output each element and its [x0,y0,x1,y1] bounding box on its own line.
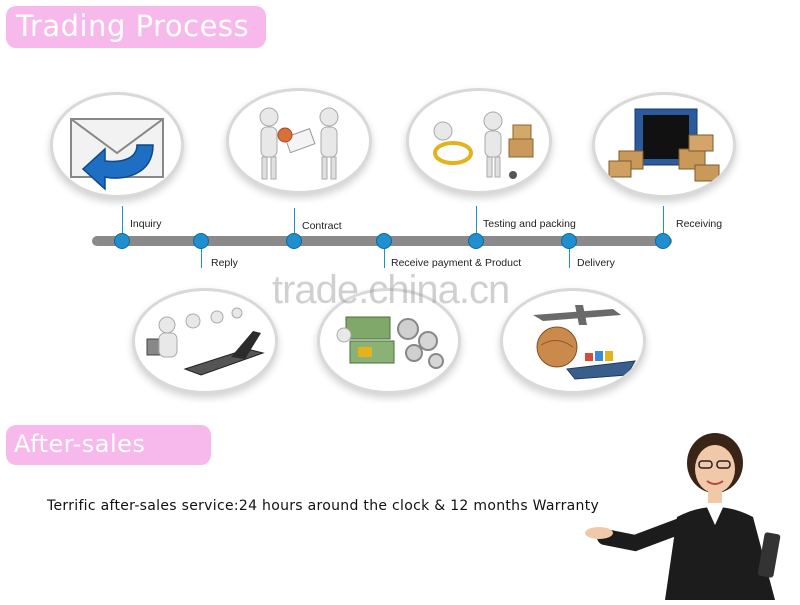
trading-process-banner: Trading Process [6,6,266,48]
money-gears-icon [336,316,444,369]
tick-receiving [663,206,664,234]
after-sales-banner: After-sales serives [6,425,211,496]
label-receive-payment: Receive payment & Product [391,257,522,269]
businesswoman-icon [585,433,781,600]
label-contract: Contract [302,220,342,232]
envelope-reply-icon [70,118,164,191]
inspection-cart-icon [433,111,534,179]
label-receiving: Receiving [676,218,723,230]
tick-inquiry [122,206,123,234]
after-sales-description: Terrific after-sales service:24 hours ar… [47,498,600,514]
label-inquiry: Inquiry [130,218,162,230]
call-center-icon [146,307,265,376]
receiving-image [592,92,736,198]
tick-testing [476,206,477,234]
timeline-dot-receiving [655,233,671,249]
globe-plane-ship-icon [533,305,636,380]
reply-image [132,288,278,394]
inquiry-image [50,92,184,198]
timeline-dot-payment [376,233,392,249]
timeline-dot-inquiry [114,233,130,249]
tick-reply [201,248,202,268]
tick-payment [384,248,385,268]
contract-image [226,88,372,194]
container-boxes-icon [608,108,720,182]
timeline-dot-delivery [561,233,577,249]
label-delivery: Delivery [577,257,615,269]
label-reply: Reply [211,257,238,269]
timeline-dot-reply [193,233,209,249]
delivery-image [500,288,646,394]
timeline-dot-testing [468,233,484,249]
tick-contract [294,208,295,234]
tick-delivery [569,248,570,268]
businesswoman-image [565,425,800,600]
handshake-contract-icon [259,107,339,180]
watermark: trade.china.cn [272,268,510,312]
payment-image [317,288,461,394]
label-testing-packing: Testing and packing [483,218,576,230]
testing-packing-image [406,88,552,194]
timeline-dot-contract [286,233,302,249]
